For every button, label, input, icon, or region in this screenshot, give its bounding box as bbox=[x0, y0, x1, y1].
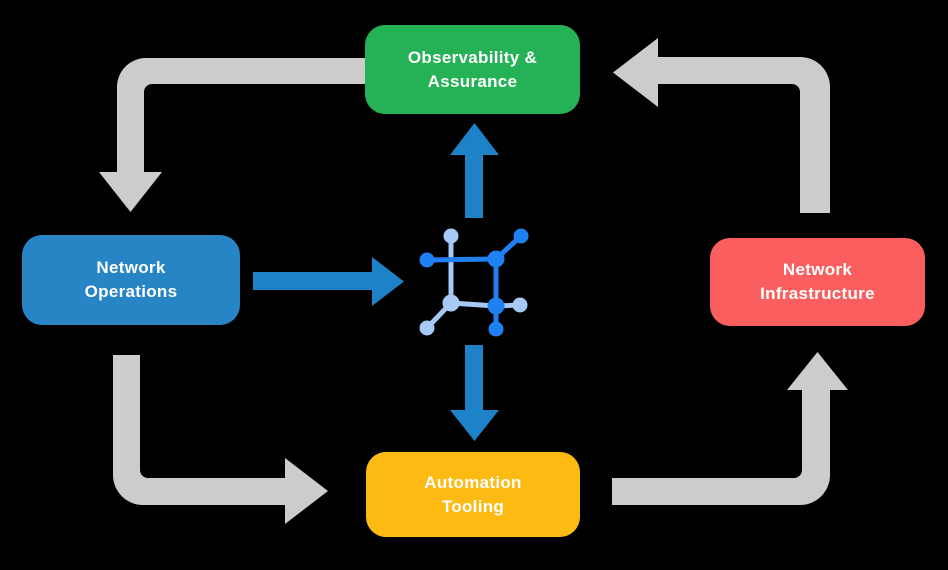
accent-arrow-operations-to-center-icon bbox=[253, 257, 404, 306]
flow-arrow-automation-to-infrastructure-icon bbox=[612, 352, 848, 505]
node-label-line: Automation bbox=[424, 472, 522, 492]
node-label-line: Operations bbox=[84, 282, 178, 301]
node-observability-assurance: Observability & Assurance bbox=[365, 25, 580, 114]
node-label-line: Infrastructure bbox=[760, 284, 875, 303]
node-label-line: Network bbox=[96, 258, 166, 277]
node-network-infrastructure: Network Infrastructure bbox=[710, 238, 925, 326]
flow-arrow-infrastructure-to-observability-icon bbox=[613, 38, 830, 213]
accent-arrow-center-to-observability-icon bbox=[450, 123, 499, 218]
node-network-operations: Network Operations bbox=[22, 235, 240, 325]
accent-arrow-center-to-automation-icon bbox=[450, 345, 499, 441]
network-platform-icon bbox=[419, 228, 529, 337]
node-label-line: Network bbox=[782, 260, 853, 279]
flow-arrow-observability-to-operations-icon bbox=[99, 58, 366, 212]
node-label-line: Observability & bbox=[407, 47, 538, 67]
node-label-line: Assurance bbox=[427, 71, 518, 91]
node-label-line: Tooling bbox=[441, 496, 505, 516]
flow-arrow-operations-to-automation-icon bbox=[113, 355, 328, 524]
node-automation-tooling: Automation Tooling bbox=[366, 452, 580, 537]
